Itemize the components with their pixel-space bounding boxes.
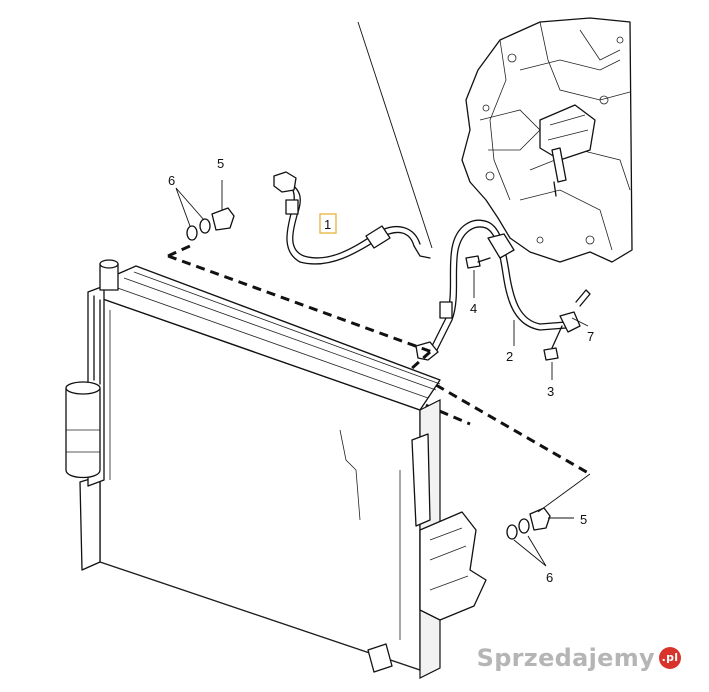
watermark-text: Sprzedajemy xyxy=(476,644,655,672)
callout-7: 7 xyxy=(587,329,594,344)
bolt-3 xyxy=(543,325,563,361)
o-rings-bottom xyxy=(506,507,551,540)
callout-3: 3 xyxy=(547,384,554,399)
callout-6-bottom: 6 xyxy=(546,570,553,585)
callout-5-bottom: 5 xyxy=(580,512,587,527)
refrigerant-hose-1 xyxy=(273,171,431,265)
leader-line-top xyxy=(357,21,433,249)
transmission-housing xyxy=(461,17,633,263)
watermark: Sprzedajemy .pl xyxy=(477,644,681,672)
receiver-drier xyxy=(65,259,119,479)
watermark-badge: .pl xyxy=(659,647,681,669)
callout-2: 2 xyxy=(506,349,513,364)
callout-1: 1 xyxy=(324,217,331,232)
callout-5-top: 5 xyxy=(217,156,224,171)
refrigerant-hose-2 xyxy=(415,219,591,361)
bolt-4 xyxy=(465,255,491,269)
o-rings-top xyxy=(186,207,235,241)
condenser xyxy=(79,265,487,679)
callout-6-top: 6 xyxy=(168,173,175,188)
callout-1-box xyxy=(319,213,337,234)
callout-4: 4 xyxy=(470,301,477,316)
